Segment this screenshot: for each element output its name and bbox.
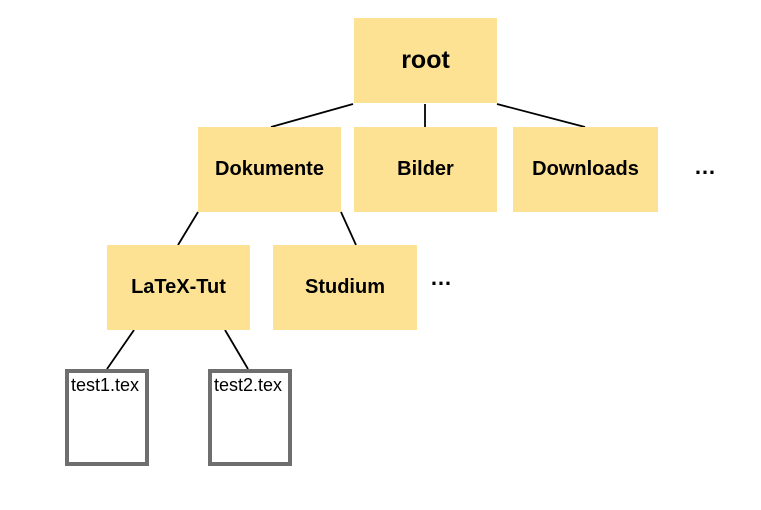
tree-node-studium: Studium: [273, 245, 417, 330]
tree-node-file-test1: test1.tex: [65, 369, 149, 466]
edge-latextut-test2: [224, 329, 249, 370]
tree-node-latex-tut: LaTeX-Tut: [107, 245, 250, 330]
node-label-bilder: Bilder: [397, 158, 454, 180]
edge-dokumente-studium: [340, 211, 357, 246]
edge-latextut-test1: [106, 329, 135, 370]
edge-root-dokumente: [270, 103, 354, 128]
tree-node-dokumente: Dokumente: [198, 127, 341, 212]
node-label-downloads: Downloads: [532, 158, 639, 180]
tree-node-downloads: Downloads: [513, 127, 658, 212]
more-siblings-ellipsis-level1: …: [694, 154, 716, 179]
node-label-studium: Studium: [305, 276, 385, 298]
node-label-root: root: [401, 46, 450, 74]
more-siblings-ellipsis-level2: …: [430, 265, 452, 290]
tree-node-root: root: [354, 18, 497, 103]
edge-dokumente-latextut: [177, 211, 199, 246]
tree-node-bilder: Bilder: [354, 127, 497, 212]
tree-node-file-test2: test2.tex: [208, 369, 292, 466]
node-label-test1: test1.tex: [71, 375, 140, 395]
node-label-test2: test2.tex: [214, 375, 283, 395]
node-label-latex-tut: LaTeX-Tut: [131, 276, 226, 298]
edge-root-downloads: [496, 103, 586, 128]
node-label-dokumente: Dokumente: [215, 158, 324, 180]
